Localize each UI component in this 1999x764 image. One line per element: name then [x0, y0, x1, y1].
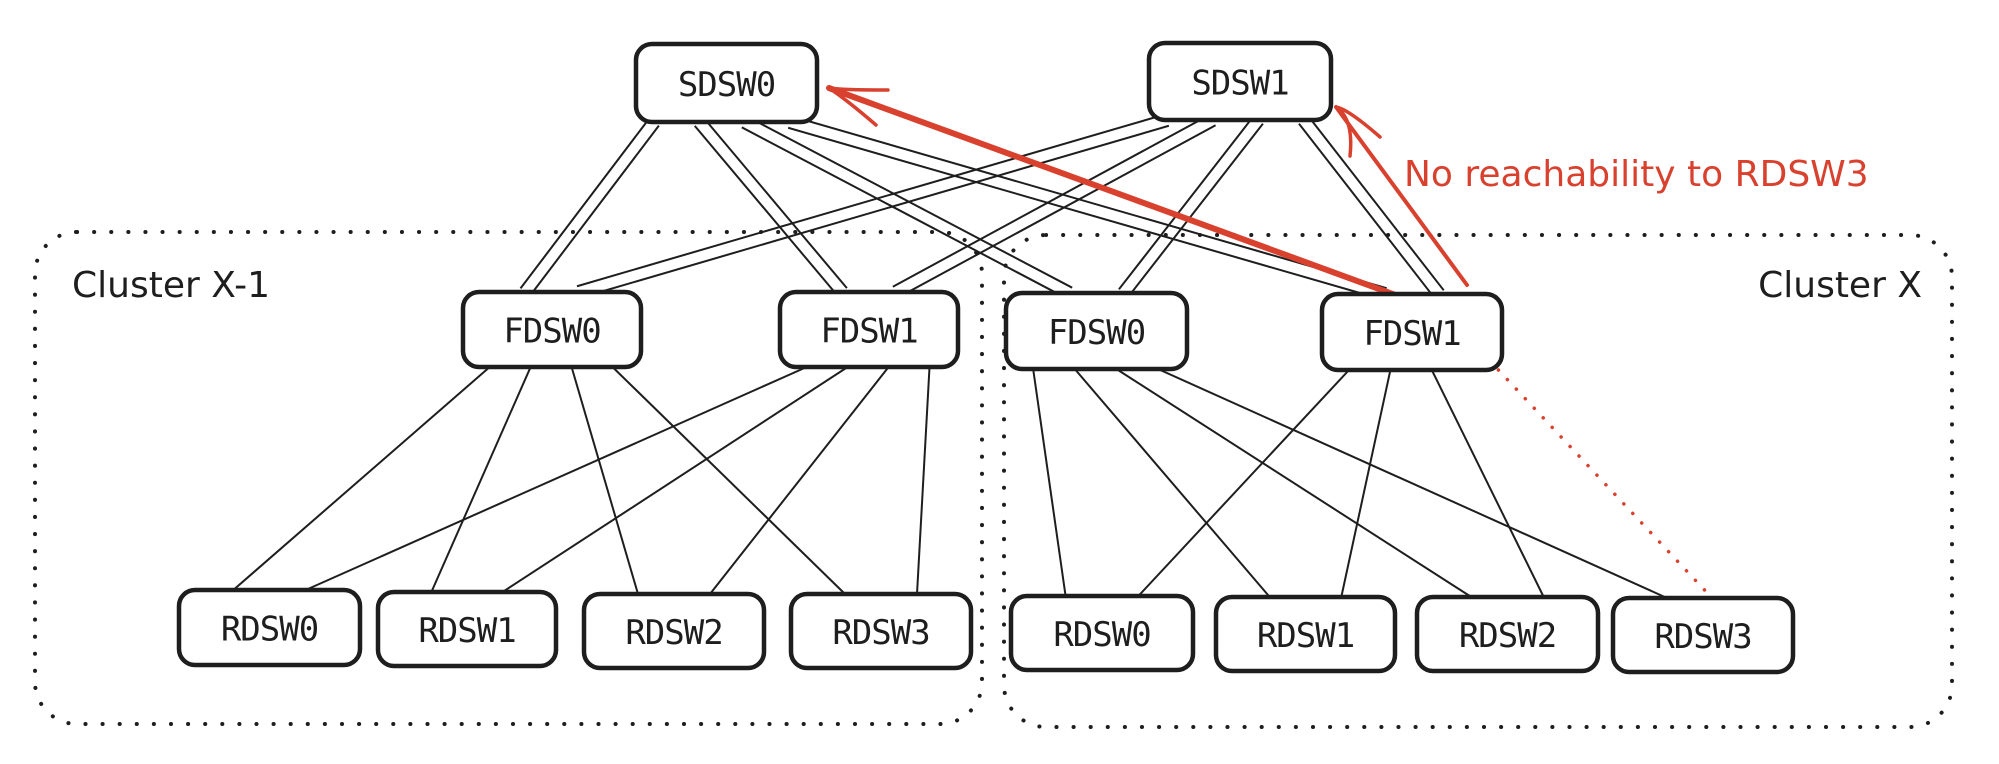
- switch-node[interactable]: FDSW0: [1003, 290, 1190, 372]
- switch-label: RDSW3: [1654, 617, 1751, 657]
- switch-box: [777, 289, 961, 370]
- switch-box: [176, 587, 363, 668]
- spine-fabric-link: [519, 117, 651, 289]
- switch-node[interactable]: FDSW1: [777, 289, 961, 370]
- spine-fabric-link: [1118, 115, 1255, 290]
- switch-box: [581, 591, 767, 671]
- spine-fabric-link: [1298, 123, 1436, 299]
- fabric-rack-link: [1157, 368, 1668, 599]
- switch-label: RDSW2: [625, 613, 722, 653]
- switch-label: FDSW1: [1363, 314, 1460, 354]
- fabric-rack-link: [502, 366, 849, 593]
- spine-fabric-link: [580, 124, 1170, 299]
- switch-label: SDSW0: [678, 65, 775, 105]
- spine-fabric-link: [1307, 115, 1445, 291]
- switch-node[interactable]: RDSW0: [1008, 593, 1196, 673]
- fabric-rack-link: [232, 366, 491, 591]
- arrowhead-icon: [827, 86, 890, 127]
- spine-layer: SDSW0 SDSW1: [633, 40, 1334, 125]
- switch-label: RDSW0: [1053, 615, 1150, 655]
- switch-box: [633, 41, 820, 125]
- reachability-warning-text: No reachability to RDSW3: [1404, 154, 1869, 195]
- fabric-rack-link: [305, 366, 808, 591]
- spine-fabric-link: [791, 115, 1387, 290]
- switch-box: [1610, 595, 1796, 675]
- switch-node[interactable]: RDSW1: [1213, 594, 1398, 674]
- alert-arrow-to-sdsw1: [1334, 105, 1469, 287]
- switch-label: FDSW1: [820, 312, 917, 352]
- switch-node[interactable]: SDSW1: [1146, 40, 1334, 123]
- switch-node[interactable]: RDSW0: [176, 587, 363, 668]
- spine-fabric-link: [703, 117, 848, 289]
- rack-layer: RDSW0 RDSW1 RDSW2 RDSW3 RDSW0 RDSW1 RDSW…: [176, 587, 1796, 675]
- switch-label: FDSW0: [503, 312, 600, 352]
- fabric-rack-link: [430, 366, 532, 593]
- fabric-rack-link: [1430, 369, 1545, 598]
- fabric-rack-link: [611, 366, 846, 595]
- arrowhead-icon: [1334, 105, 1382, 158]
- broken-link: [1496, 368, 1714, 600]
- fabric-rack-link: [1074, 368, 1271, 598]
- cluster-label: Cluster X-1: [72, 265, 270, 306]
- fabric-rack-link: [916, 366, 931, 595]
- switch-box: [1213, 594, 1398, 674]
- switch-label: FDSW0: [1048, 313, 1145, 353]
- switch-box: [1319, 291, 1505, 373]
- fabric-rack-link: [1137, 369, 1350, 597]
- switch-label: RDSW3: [832, 613, 929, 653]
- spine-fabric-link: [892, 113, 1211, 288]
- switch-node[interactable]: SDSW0: [633, 41, 820, 125]
- alert-arrow-to-sdsw0: [826, 85, 1404, 300]
- switch-node[interactable]: RDSW3: [788, 591, 974, 671]
- switch-node[interactable]: RDSW3: [1610, 595, 1796, 675]
- arrow-shaft: [826, 85, 1404, 300]
- switch-node[interactable]: RDSW1: [375, 589, 559, 669]
- switch-box: [1146, 40, 1334, 123]
- switch-label: RDSW2: [1459, 616, 1556, 656]
- switch-label: SDSW1: [1191, 64, 1288, 104]
- spine-fabric-link: [741, 126, 1068, 300]
- spine-fabric-link: [898, 124, 1217, 299]
- switch-box: [1008, 593, 1196, 673]
- fabric-rack-link: [570, 366, 639, 595]
- arrow-shaft: [1334, 105, 1469, 287]
- fabric-rack-link: [1115, 368, 1472, 598]
- switch-node[interactable]: FDSW1: [1319, 291, 1505, 373]
- switch-node[interactable]: RDSW2: [1414, 594, 1601, 674]
- switch-node[interactable]: RDSW2: [581, 591, 767, 671]
- fabric-layer: FDSW0 FDSW1 FDSW0 FDSW1: [460, 289, 1505, 373]
- alert-layer: [826, 85, 1469, 300]
- switch-box: [788, 591, 974, 671]
- spine-fabric-link: [787, 126, 1384, 301]
- cluster-x-minus-1: Cluster X-1: [33, 230, 984, 726]
- switch-box: [1003, 290, 1190, 372]
- switch-node[interactable]: FDSW0: [460, 289, 644, 370]
- switch-box: [1414, 594, 1601, 674]
- fabric-rack-link: [1032, 368, 1067, 597]
- cluster-x: Cluster X: [1002, 233, 1954, 729]
- switch-label: RDSW0: [221, 610, 318, 650]
- switch-box: [460, 289, 644, 370]
- spine-fabric-link: [529, 125, 660, 297]
- fabric-rack-link: [1340, 369, 1392, 598]
- switch-label: RDSW1: [1257, 616, 1354, 656]
- fabric-rack-link: [709, 366, 890, 595]
- spine-fabric-link: [576, 113, 1166, 288]
- links-layer: [232, 113, 1714, 600]
- cluster-label: Cluster X: [1758, 265, 1922, 306]
- spine-fabric-link: [1127, 123, 1264, 298]
- switch-label: RDSW1: [418, 611, 515, 651]
- spine-fabric-link: [693, 125, 839, 297]
- switch-box: [375, 589, 559, 669]
